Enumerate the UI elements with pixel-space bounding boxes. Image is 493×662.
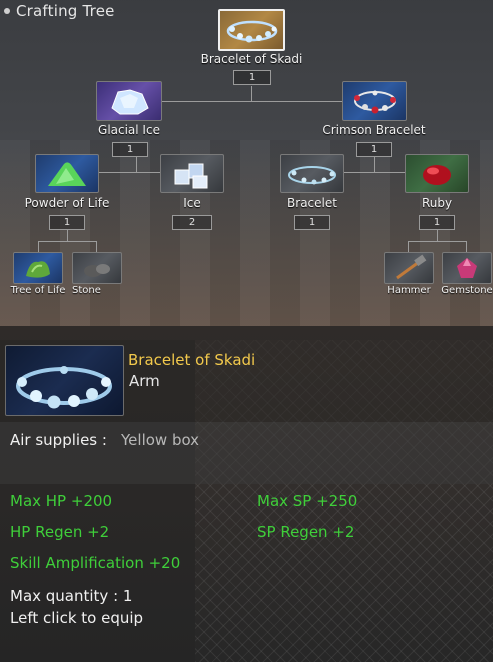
tree-node-label: Hammer [387, 285, 431, 296]
equip-hint: Left click to equip [10, 609, 144, 627]
tree-node-tree-of-life[interactable] [13, 252, 63, 284]
tree-connector [408, 241, 409, 252]
tree-connector [38, 241, 39, 252]
tree-connector [344, 172, 406, 173]
tree-node-powder-of-life[interactable] [35, 154, 99, 193]
tree-connector [67, 230, 68, 241]
tree-connector [251, 86, 252, 102]
tree-node-label: Crimson Bracelet [322, 123, 426, 137]
max-quantity: Max quantity : 1 [10, 587, 133, 605]
tree-connector [99, 172, 161, 173]
tooltip-info-band [0, 422, 493, 484]
item-tooltip: Bracelet of Skadi Arm Air supplies : Yel… [0, 326, 493, 662]
bracelet-icon [16, 366, 112, 409]
stone-icon [84, 264, 110, 277]
stat-hp-regen: HP Regen +2 [10, 523, 110, 541]
tree-node-quantity: 1 [112, 142, 148, 157]
tree-node-bracelet-of-skadi[interactable] [218, 9, 285, 51]
tree-node-label: Bracelet [287, 196, 337, 210]
bullet-icon [4, 8, 10, 14]
crimson-bracelet-icon [353, 90, 396, 114]
tree-node-hammer[interactable] [384, 252, 434, 284]
item-type: Arm [129, 372, 160, 390]
stat-max-hp: Max HP +200 [10, 492, 113, 510]
tree-connector [374, 157, 375, 173]
tree-node-label: Ice [183, 196, 201, 210]
crafting-tree-panel: Crafting Tree Bracelet of Skadi 1 Glacia… [0, 0, 493, 326]
tree-node-quantity: 2 [172, 215, 212, 230]
tree-node-label: Bracelet of Skadi [200, 52, 303, 66]
tree-node-stone[interactable] [72, 252, 122, 284]
stat-sp-regen: SP Regen +2 [257, 523, 355, 541]
tree-node-label: Stone [72, 285, 101, 296]
tree-node-crimson-bracelet[interactable] [342, 81, 407, 121]
tree-node-quantity: 1 [49, 215, 85, 230]
tree-connector [437, 230, 438, 241]
tree-connector [96, 241, 97, 252]
gemstone-icon [457, 258, 477, 278]
air-supplies-label: Air supplies : [10, 431, 107, 449]
ruby-icon [423, 164, 451, 185]
bracelet-icon [226, 20, 277, 43]
tree-node-label: Glacial Ice [98, 123, 160, 137]
powder-icon [48, 161, 86, 186]
tree-node-label: Gemstone [441, 285, 493, 296]
tree-connector [136, 157, 137, 173]
tree-connector [162, 101, 343, 102]
tree-node-bracelet[interactable] [280, 154, 344, 193]
tree-node-label: Tree of Life [10, 285, 66, 296]
stat-skill-amplification: Skill Amplification +20 [10, 554, 181, 572]
air-supplies-value: Yellow box [121, 431, 200, 449]
crafting-tree-title: Crafting Tree [16, 2, 115, 20]
tree-connector [466, 241, 467, 252]
glacial-ice-icon [111, 89, 149, 115]
tree-node-gemstone[interactable] [442, 252, 492, 284]
hammer-icon [396, 254, 427, 280]
tree-connector [38, 241, 97, 242]
tree-node-glacial-ice[interactable] [96, 81, 162, 121]
tree-node-ruby[interactable] [405, 154, 469, 193]
tree-node-ice[interactable] [160, 154, 224, 193]
tree-node-quantity: 1 [356, 142, 392, 157]
tree-node-quantity: 1 [233, 70, 271, 85]
bracelet-icon [288, 165, 336, 184]
stat-max-sp: Max SP +250 [257, 492, 358, 510]
item-thumbnail [5, 345, 124, 416]
crafting-tree-header: Crafting Tree [4, 1, 115, 21]
tree-node-quantity: 1 [419, 215, 455, 230]
tree-connector [408, 241, 467, 242]
ice-icon [174, 163, 208, 188]
tree-of-life-icon [26, 261, 50, 278]
tree-node-quantity: 1 [294, 215, 330, 230]
item-name: Bracelet of Skadi [128, 351, 256, 369]
tree-node-label: Ruby [421, 196, 453, 210]
tree-node-label: Powder of Life [24, 196, 110, 210]
